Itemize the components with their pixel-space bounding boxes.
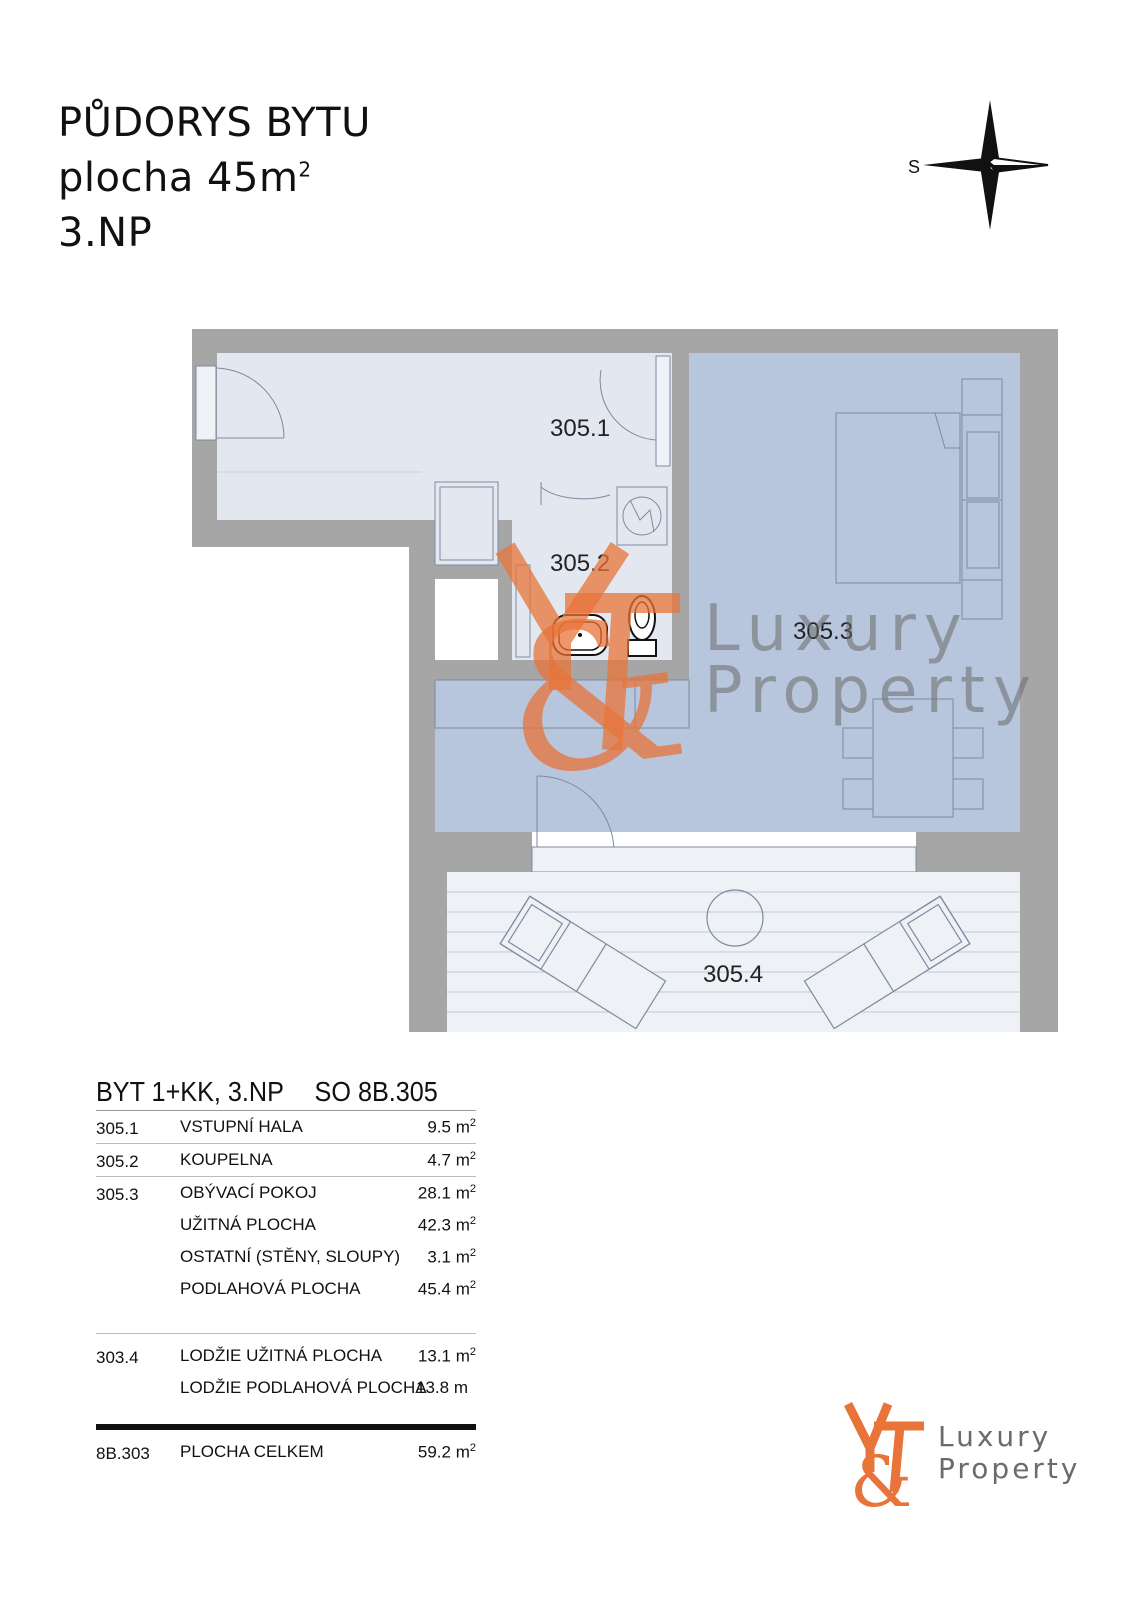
table-row: 303.4 LODŽIE UŽITNÁ PLOCHA 13.1 m2 — [96, 1346, 476, 1367]
room-label-305-3: 305.3 — [793, 618, 853, 645]
plan-area: plocha 45m2 — [58, 155, 312, 201]
table-row: 305.2 KOUPELNA 4.7 m2 — [96, 1144, 476, 1177]
table-divider — [96, 1305, 476, 1334]
table-row: 305.3 OBÝVACÍ POKOJ 28.1 m2 — [96, 1183, 476, 1204]
logo-text-2: Property — [938, 1452, 1080, 1485]
logo-text-1: Luxury — [938, 1420, 1051, 1453]
compass-icon: S — [908, 100, 1049, 230]
room-label-305-1: 305.1 — [550, 415, 610, 442]
watermark-logo: & Luxury Property — [490, 541, 1039, 825]
table-row: OSTATNÍ (STĚNY, SLOUPY) 3.1 m2 — [180, 1247, 476, 1267]
watermark-text-2: Property — [704, 654, 1039, 728]
area-table: BYT 1+KK, 3.NP SO 8B.305 305.1 VSTUPNÍ H… — [96, 1076, 476, 1468]
compass-label: S — [908, 157, 920, 177]
table-row: PODLAHOVÁ PLOCHA 45.4 m2 — [180, 1279, 476, 1299]
loggia-threshold — [531, 846, 917, 873]
watermark-text-1: Luxury — [704, 592, 970, 666]
room-label-305-4: 305.4 — [703, 961, 763, 988]
svg-text:&: & — [850, 1441, 912, 1510]
table-row: 305.1 VSTUPNÍ HALA 9.5 m2 — [96, 1111, 476, 1144]
brand-logo: & Luxury Property — [843, 1401, 1080, 1510]
table-row: UŽITNÁ PLOCHA 42.3 m2 — [180, 1215, 476, 1235]
living-furniture — [434, 378, 1003, 849]
table-row: LODŽIE PODLAHOVÁ PLOCHA 13.8 m — [180, 1378, 468, 1397]
table-header: BYT 1+KK, 3.NP SO 8B.305 — [96, 1076, 476, 1111]
table-title-right: SO 8B.305 — [314, 1076, 438, 1107]
table-row: 8B.303 PLOCHA CELKEM 59.2 m2 — [96, 1442, 476, 1463]
table-divider-thick — [96, 1404, 476, 1430]
plan-title: PŮDORYS BYTU — [58, 100, 371, 146]
plan-floor: 3.NP — [58, 210, 153, 256]
room-living — [689, 353, 1020, 832]
table-title-left: BYT 1+KK, 3.NP — [96, 1076, 284, 1107]
door-icon — [195, 355, 671, 467]
loggia-furniture — [499, 889, 971, 1030]
